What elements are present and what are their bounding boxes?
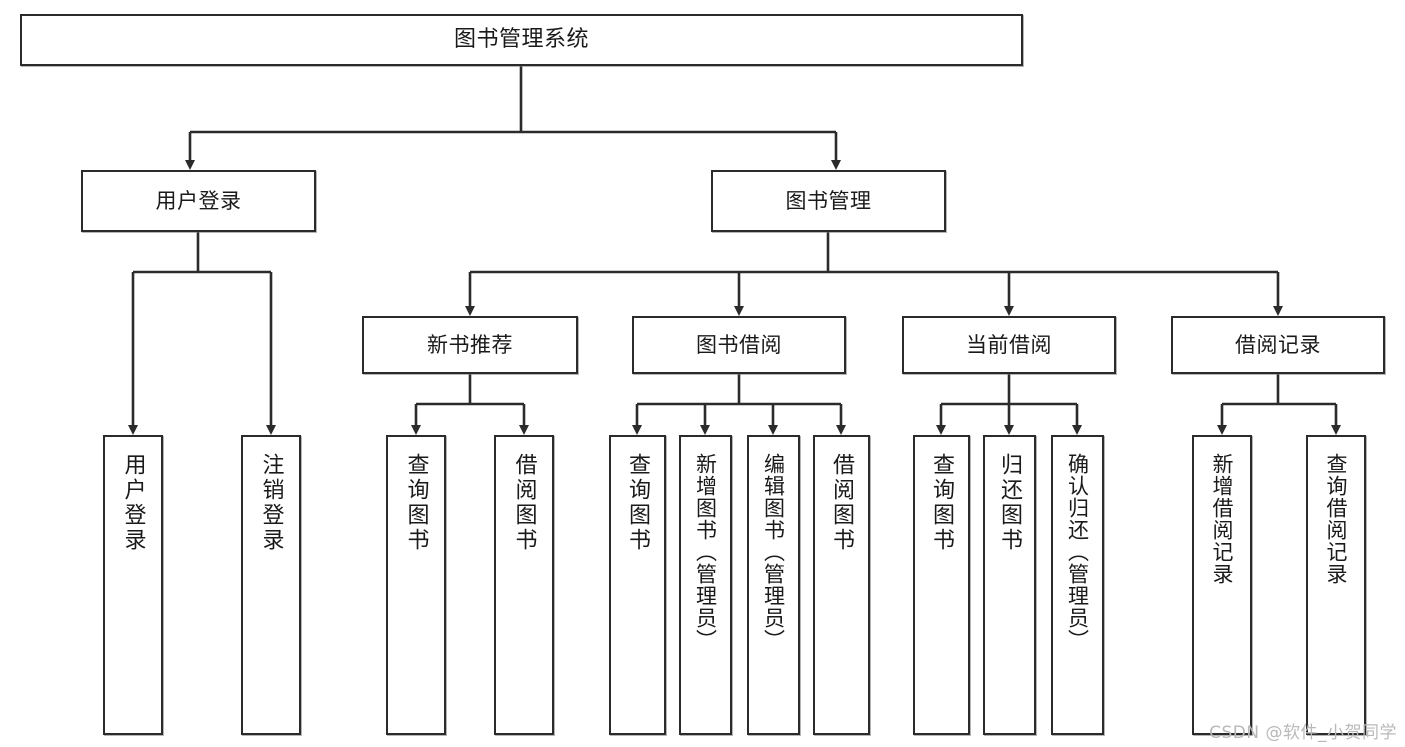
node-label: 当前借阅 [966, 332, 1052, 357]
node-label: 借阅记录 [1235, 332, 1321, 357]
leaf-book-borrow-borrow[interactable]: 借阅图书 [813, 435, 870, 735]
node-root-book-management-system[interactable]: 图书管理系统 [20, 14, 1023, 66]
leaf-book-borrow-edit-admin[interactable]: 编辑图书（管理员） [747, 435, 800, 735]
leaf-borrow-records-query[interactable]: 查询借阅记录 [1306, 435, 1366, 735]
node-label: 查询图书 [625, 453, 651, 553]
leaf-current-borrow-return[interactable]: 归还图书 [983, 435, 1036, 735]
node-label: 新书推荐 [427, 332, 513, 357]
csdn-watermark: CSDN @软件_小贺同学 [1209, 723, 1397, 743]
leaf-book-borrow-add-admin[interactable]: 新增图书（管理员） [679, 435, 732, 735]
node-label: 借阅图书 [511, 453, 537, 553]
node-label: 编辑图书（管理员） [761, 453, 786, 651]
leaf-new-book-borrow[interactable]: 借阅图书 [494, 435, 554, 735]
node-label: 借阅图书 [829, 453, 855, 553]
node-label: 注销登录 [258, 453, 284, 553]
node-book-management[interactable]: 图书管理 [711, 170, 946, 232]
node-new-book-recommend[interactable]: 新书推荐 [362, 316, 578, 374]
node-current-borrow[interactable]: 当前借阅 [902, 316, 1116, 374]
node-label: 归还图书 [997, 453, 1023, 553]
node-user-login[interactable]: 用户登录 [81, 170, 316, 232]
node-label: 查询图书 [403, 453, 429, 553]
leaf-user-login-login[interactable]: 用户登录 [103, 435, 163, 735]
node-label: 用户登录 [155, 188, 242, 213]
leaf-current-borrow-query[interactable]: 查询图书 [913, 435, 970, 735]
leaf-borrow-records-add[interactable]: 新增借阅记录 [1192, 435, 1252, 735]
node-borrow-records[interactable]: 借阅记录 [1171, 316, 1385, 374]
node-label: 新增借阅记录 [1210, 453, 1235, 585]
node-label: 查询图书 [929, 453, 955, 553]
node-book-borrow[interactable]: 图书借阅 [632, 316, 846, 374]
leaf-current-borrow-confirm-return-admin[interactable]: 确认归还（管理员） [1051, 435, 1104, 735]
node-label: 查询借阅记录 [1324, 453, 1349, 585]
leaf-user-login-logout[interactable]: 注销登录 [241, 435, 301, 735]
node-label: 图书管理 [785, 188, 872, 213]
leaf-book-borrow-query[interactable]: 查询图书 [609, 435, 666, 735]
node-label: 图书借阅 [696, 332, 782, 357]
node-label: 图书管理系统 [453, 27, 589, 53]
node-label: 确认归还（管理员） [1065, 453, 1090, 651]
node-label: 新增图书（管理员） [693, 453, 718, 651]
node-label: 用户登录 [120, 453, 146, 553]
leaf-new-book-query[interactable]: 查询图书 [386, 435, 446, 735]
